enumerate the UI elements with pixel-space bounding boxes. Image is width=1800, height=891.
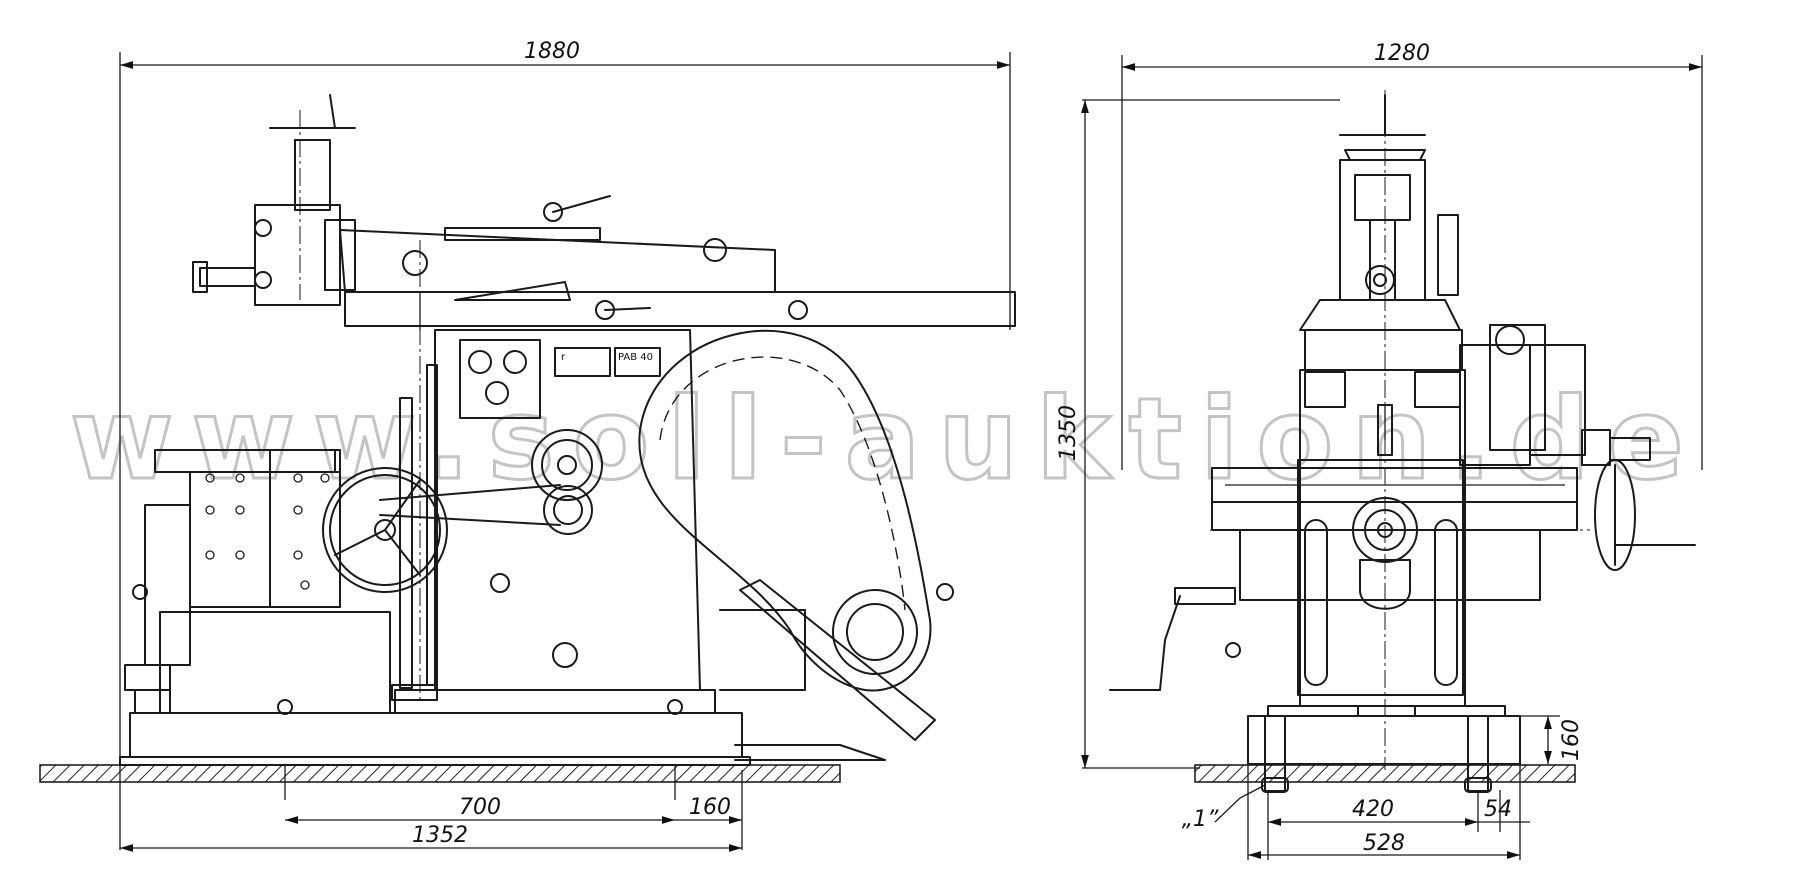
plate-left-text: r <box>561 352 566 363</box>
side-elevation: r PAB 40 <box>119 94 1016 800</box>
floor-left <box>39 764 841 783</box>
foundation-note: „1” <box>1182 807 1219 832</box>
dim-1280: 1280 <box>1374 41 1430 66</box>
dim-160-left: 160 <box>689 795 731 820</box>
dim-54: 54 <box>1484 797 1512 822</box>
dim-700: 700 <box>459 795 501 820</box>
end-elevation <box>1109 90 1696 793</box>
dim-1350: 1350 <box>1056 405 1081 461</box>
table-t-slots <box>205 473 330 590</box>
dimension-lines <box>119 52 1703 860</box>
plate-right-text: PAB 40 <box>618 352 653 363</box>
dim-1352: 1352 <box>412 823 468 848</box>
dim-528: 528 <box>1363 831 1405 856</box>
dim-160-right: 160 <box>1559 719 1584 761</box>
dim-1880: 1880 <box>524 39 580 64</box>
dim-420: 420 <box>1352 797 1394 822</box>
